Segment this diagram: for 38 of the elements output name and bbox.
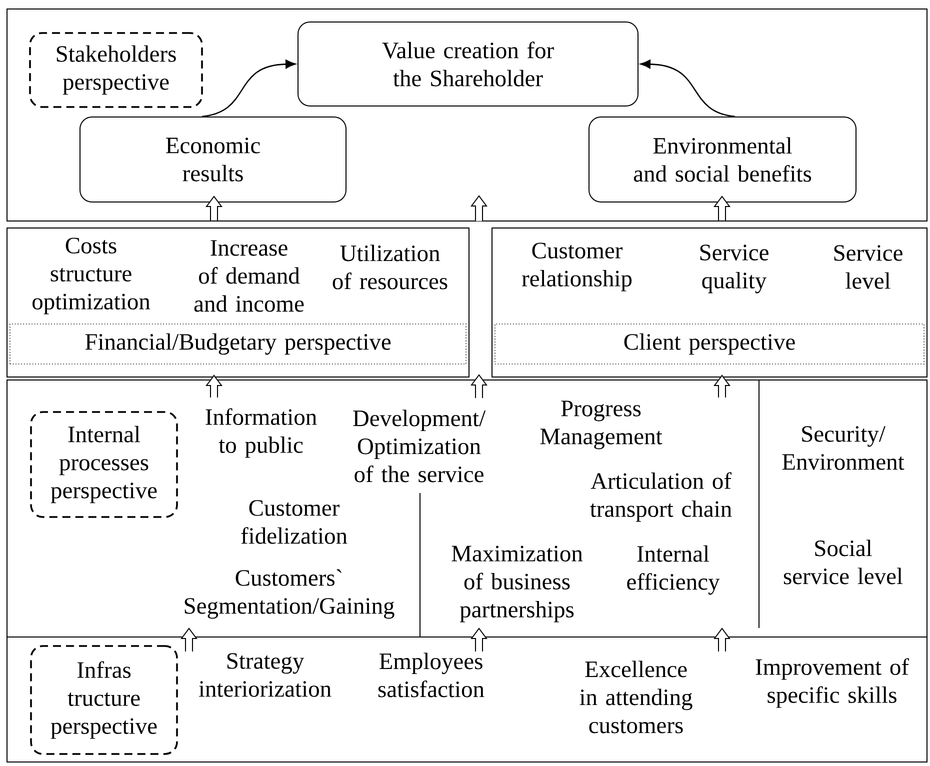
objective-text: Service level bbox=[834, 245, 902, 289]
block-arrow bbox=[714, 628, 730, 652]
objective-text: Customer relationship bbox=[522, 242, 632, 292]
result-box: Value creation for the Shareholder bbox=[298, 22, 638, 106]
objective-text: Internal efficiency bbox=[627, 545, 720, 595]
objective-text: Progress Management bbox=[540, 400, 662, 450]
objective-text: Customer fidelization bbox=[241, 500, 348, 544]
block-arrow bbox=[180, 628, 198, 652]
objective-text: Costs structure optimization bbox=[32, 238, 150, 314]
arrow bbox=[202, 60, 296, 118]
objective-text: Utilization of resources bbox=[332, 244, 448, 290]
objective-text: Articulation of transport chain bbox=[590, 472, 732, 522]
perspective-box: Internal processes perspective bbox=[30, 411, 178, 518]
objective-text: Development/ Optimization of the service bbox=[353, 410, 486, 482]
perspective-box: Stakeholders perspective bbox=[29, 32, 203, 108]
block-arrow bbox=[206, 196, 222, 221]
arrow bbox=[640, 60, 736, 118]
section-panel bbox=[6, 8, 928, 222]
objective-text: Improvement of specific skills bbox=[756, 658, 910, 708]
perspective-strip: Client perspective bbox=[494, 324, 924, 364]
objective-text: Information to public bbox=[206, 408, 317, 458]
block-arrow bbox=[714, 196, 730, 221]
objective-text: Maximization of business partnerships bbox=[452, 546, 583, 622]
objective-text: Strategy interiorization bbox=[198, 653, 332, 697]
perspective-box: Infras tructure perspective bbox=[30, 645, 178, 755]
objective-text: Security/ Environment bbox=[782, 426, 904, 470]
objective-text: Service quality bbox=[700, 244, 768, 294]
result-box: Environmental and social benefits bbox=[588, 116, 856, 202]
block-arrow bbox=[206, 374, 222, 398]
result-box: Economic results bbox=[80, 116, 346, 202]
objective-text: Customers` Segmentation/Gaining bbox=[184, 569, 394, 619]
objective-text: Increase of demand and income bbox=[194, 240, 304, 312]
block-arrow bbox=[470, 628, 488, 652]
block-arrow bbox=[714, 374, 730, 398]
objective-text: Excellence in attending customers bbox=[580, 660, 692, 734]
objective-text: Employees satisfaction bbox=[378, 652, 484, 698]
objective-text: Social service level bbox=[784, 540, 903, 584]
perspective-strip: Financial/Budgetary perspective bbox=[10, 324, 466, 364]
